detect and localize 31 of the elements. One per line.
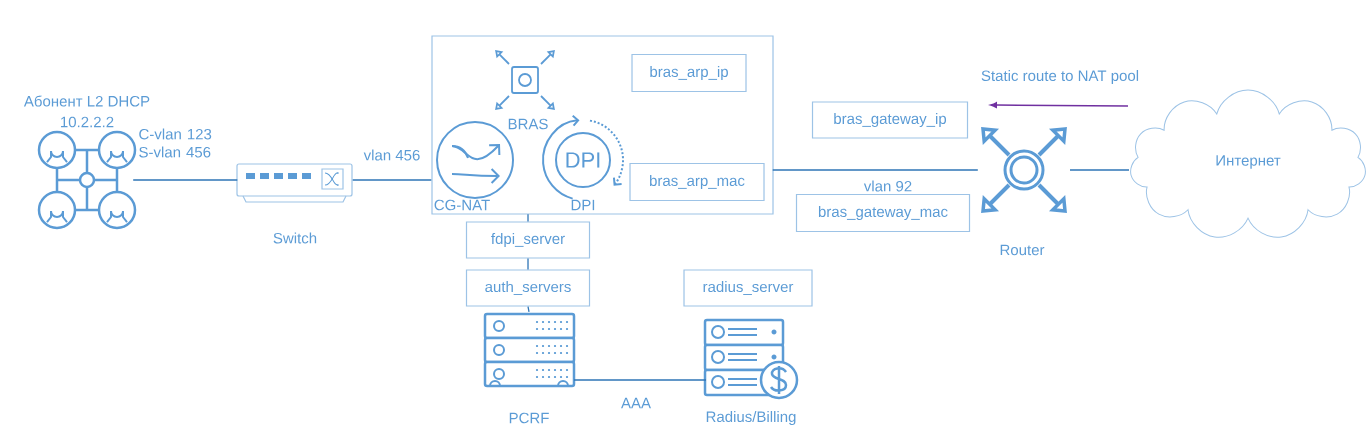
parameter-box: bras_arp_mac	[629, 162, 765, 202]
edge-label: vlan 456	[363, 149, 420, 161]
node-label: 10.2.2.2	[61, 116, 114, 128]
connector-line	[527, 213, 529, 223]
parameter-box: radius_server	[683, 269, 813, 307]
edge-label: vlan 92	[863, 180, 912, 192]
parameter-box: fdpi_server	[465, 221, 591, 259]
parameter-box: bras_arp_ip	[631, 53, 747, 93]
parameter-box: bras_gateway_ip	[811, 101, 969, 139]
parameter-box: bras_gateway_mac	[795, 193, 971, 233]
node-label: Абонент L2 DHCP	[23, 95, 150, 107]
node-label: Radius/Billing	[706, 411, 796, 425]
connector-line	[1069, 169, 1130, 171]
node-label: PCRF	[509, 412, 549, 424]
connector-line	[527, 305, 530, 313]
node-label: Router	[1000, 244, 1045, 256]
connector-line	[573, 379, 707, 381]
server-frame	[431, 35, 774, 215]
connector-line	[527, 257, 529, 271]
parameter-box: auth_servers	[465, 269, 591, 307]
node-label: Интернет	[1216, 155, 1281, 169]
edge-label: AAA	[621, 397, 651, 409]
connector-line	[772, 169, 979, 171]
node-label: DPI	[571, 199, 595, 211]
edge-label: C-vlan 123 S-vlan 456	[139, 128, 212, 158]
route-note: Static route to NAT pool	[981, 70, 1139, 84]
node-label: BRAS	[508, 118, 548, 130]
node-label: Switch	[273, 232, 317, 244]
node-label: CG-NAT	[434, 199, 490, 211]
connector-line	[132, 179, 238, 181]
connector-line	[352, 179, 432, 181]
